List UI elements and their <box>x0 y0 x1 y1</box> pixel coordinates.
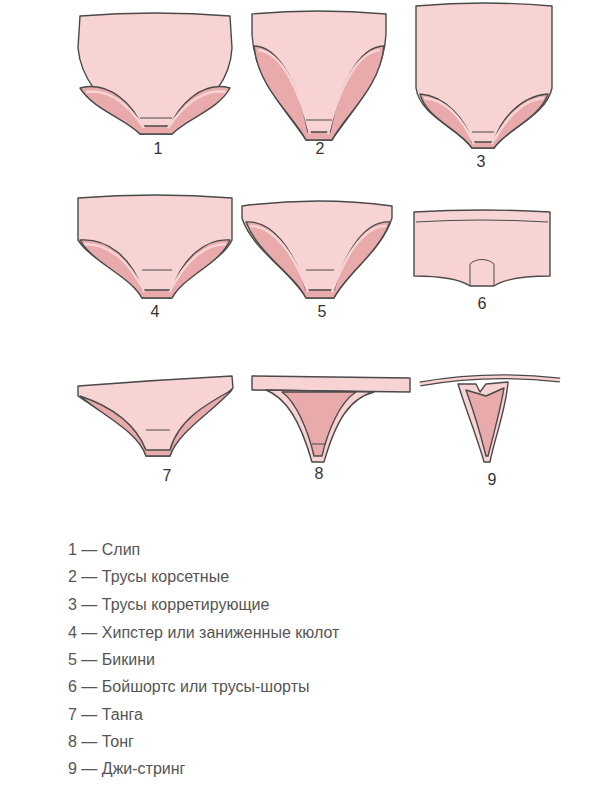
hipster-figure <box>78 195 232 298</box>
thong-figure <box>252 376 410 462</box>
legend-line: 9 — Джи-стринг <box>68 760 185 778</box>
legend-line: 1 — Слип <box>68 541 140 559</box>
legend-line: 7 — Танга <box>68 706 143 724</box>
callout-number: 2 <box>316 140 325 158</box>
tanga-figure <box>78 376 233 456</box>
boyshorts-figure <box>414 210 550 286</box>
corset-brief-figure <box>252 11 386 140</box>
callout-number: 8 <box>315 465 324 483</box>
legend-line: 3 — Трусы корретирующие <box>68 596 269 614</box>
legend-line: 6 — Бойшортс или трусы-шорты <box>68 678 309 696</box>
callout-number: 1 <box>154 140 163 158</box>
callout-number: 6 <box>478 295 487 313</box>
shaping-brief-figure <box>416 3 552 148</box>
bikini-figure <box>242 201 392 298</box>
callout-number: 5 <box>318 303 327 321</box>
legend-line: 8 — Тонг <box>68 733 134 751</box>
callout-number: 4 <box>151 303 160 321</box>
legend-line: 5 — Бикини <box>68 651 155 669</box>
slip-figure <box>78 13 232 134</box>
legend-line: 2 — Трусы корсетные <box>68 568 229 586</box>
callout-number: 9 <box>488 471 497 489</box>
callout-number: 3 <box>477 153 486 171</box>
legend-line: 4 — Хипстер или заниженные кюлот <box>68 624 339 642</box>
g-string-figure <box>420 377 560 462</box>
callout-number: 7 <box>163 467 172 485</box>
